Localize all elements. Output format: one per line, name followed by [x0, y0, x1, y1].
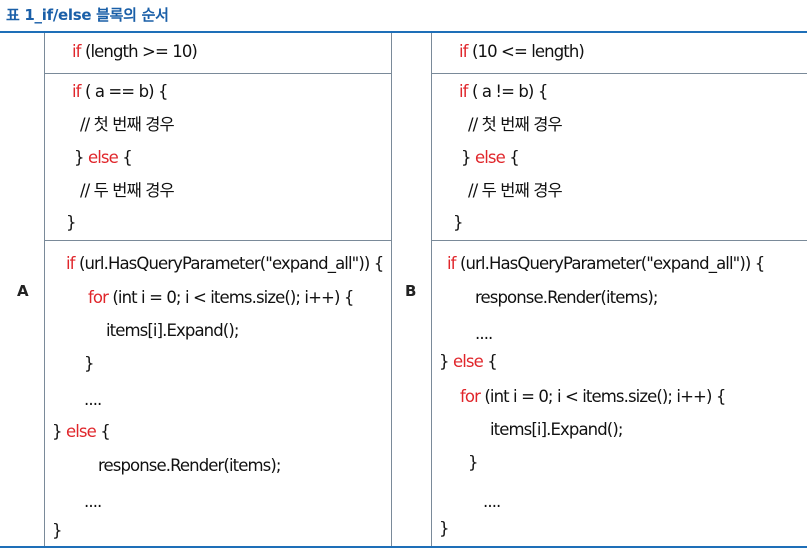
code-text: } [84, 354, 94, 373]
code-text: .... [84, 492, 102, 511]
divider-center [391, 33, 392, 546]
code-text: if (10 <= length) [459, 42, 585, 61]
code-line: if (url.HasQueryParameter("expand_all"))… [66, 254, 384, 274]
code-text: } [468, 453, 478, 472]
code-line: } [66, 213, 76, 233]
code-line: // 두 번째 경우 [80, 181, 175, 201]
code-line: } [52, 521, 62, 541]
code-line: .... [483, 492, 501, 512]
code-line: for (int i = 0; i < items.size(); i++) { [88, 288, 354, 308]
code-line: response.Render(items); [475, 288, 658, 308]
table-bottom-rule [0, 546, 807, 548]
code-line: } else { [461, 148, 520, 168]
code-line: .... [475, 324, 493, 344]
code-text: .... [475, 324, 493, 343]
row-divider-a-1 [44, 73, 391, 74]
code-line: .... [84, 390, 102, 410]
code-text: } else { [52, 422, 111, 441]
code-line: // 첫 번째 경우 [468, 115, 563, 135]
code-text: items[i].Expand(); [106, 321, 239, 340]
code-text: response.Render(items); [98, 456, 281, 475]
code-text: } [52, 521, 62, 540]
code-line: } [453, 213, 463, 233]
code-comment: // 두 번째 경우 [468, 181, 563, 200]
code-line: } [84, 354, 94, 374]
divider-label-b [431, 33, 432, 546]
code-comment: // 첫 번째 경우 [468, 115, 563, 134]
code-text: } [439, 519, 449, 538]
table-caption: 표 1_if/else 블록의 순서 [6, 6, 169, 24]
code-text: if (url.HasQueryParameter("expand_all"))… [447, 254, 765, 273]
code-line: items[i].Expand(); [490, 420, 623, 440]
code-line: } else { [439, 352, 498, 372]
code-text: } else { [461, 148, 520, 167]
code-text: if (url.HasQueryParameter("expand_all"))… [66, 254, 384, 273]
code-comment: // 첫 번째 경우 [80, 115, 175, 134]
code-line: if (10 <= length) [459, 42, 585, 62]
code-line: // 두 번째 경우 [468, 181, 563, 201]
code-line: if (length >= 10) [72, 42, 198, 61]
code-text: response.Render(items); [475, 288, 658, 307]
code-line: items[i].Expand(); [106, 321, 239, 341]
code-text: for (int i = 0; i < items.size(); i++) { [460, 387, 726, 406]
code-text: .... [483, 492, 501, 511]
code-text: } [453, 213, 463, 232]
label-a: A [17, 282, 29, 300]
code-text: items[i].Expand(); [490, 420, 623, 439]
code-line: .... [84, 492, 102, 512]
code-text: } else { [439, 352, 498, 371]
code-comment: // 두 번째 경우 [80, 181, 175, 200]
row-divider-b-1 [431, 73, 807, 74]
code-text: if ( a != b) { [459, 82, 548, 101]
code-text: } else { [74, 148, 133, 167]
divider-label-a [44, 33, 45, 546]
row-divider-a-2 [44, 240, 391, 241]
code-line: } else { [74, 148, 133, 168]
code-line: for (int i = 0; i < items.size(); i++) { [460, 387, 726, 407]
code-text: for (int i = 0; i < items.size(); i++) { [88, 288, 354, 307]
code-text: (length >= 10) [84, 42, 198, 61]
code-line: } [468, 453, 478, 473]
code-text: .... [84, 390, 102, 409]
code-line: } [439, 519, 449, 539]
code-line: if (url.HasQueryParameter("expand_all"))… [447, 254, 765, 274]
code-line: } else { [52, 422, 111, 442]
table-top-rule [0, 31, 807, 33]
code-text: if ( a == b) { [72, 82, 169, 101]
code-line: if ( a == b) { [72, 82, 169, 102]
code-text: } [66, 213, 76, 232]
code-line: response.Render(items); [98, 456, 281, 476]
label-b: B [405, 282, 417, 300]
code-line: // 첫 번째 경우 [80, 115, 175, 135]
code-line: if ( a != b) { [459, 82, 548, 102]
row-divider-b-2 [431, 240, 807, 241]
